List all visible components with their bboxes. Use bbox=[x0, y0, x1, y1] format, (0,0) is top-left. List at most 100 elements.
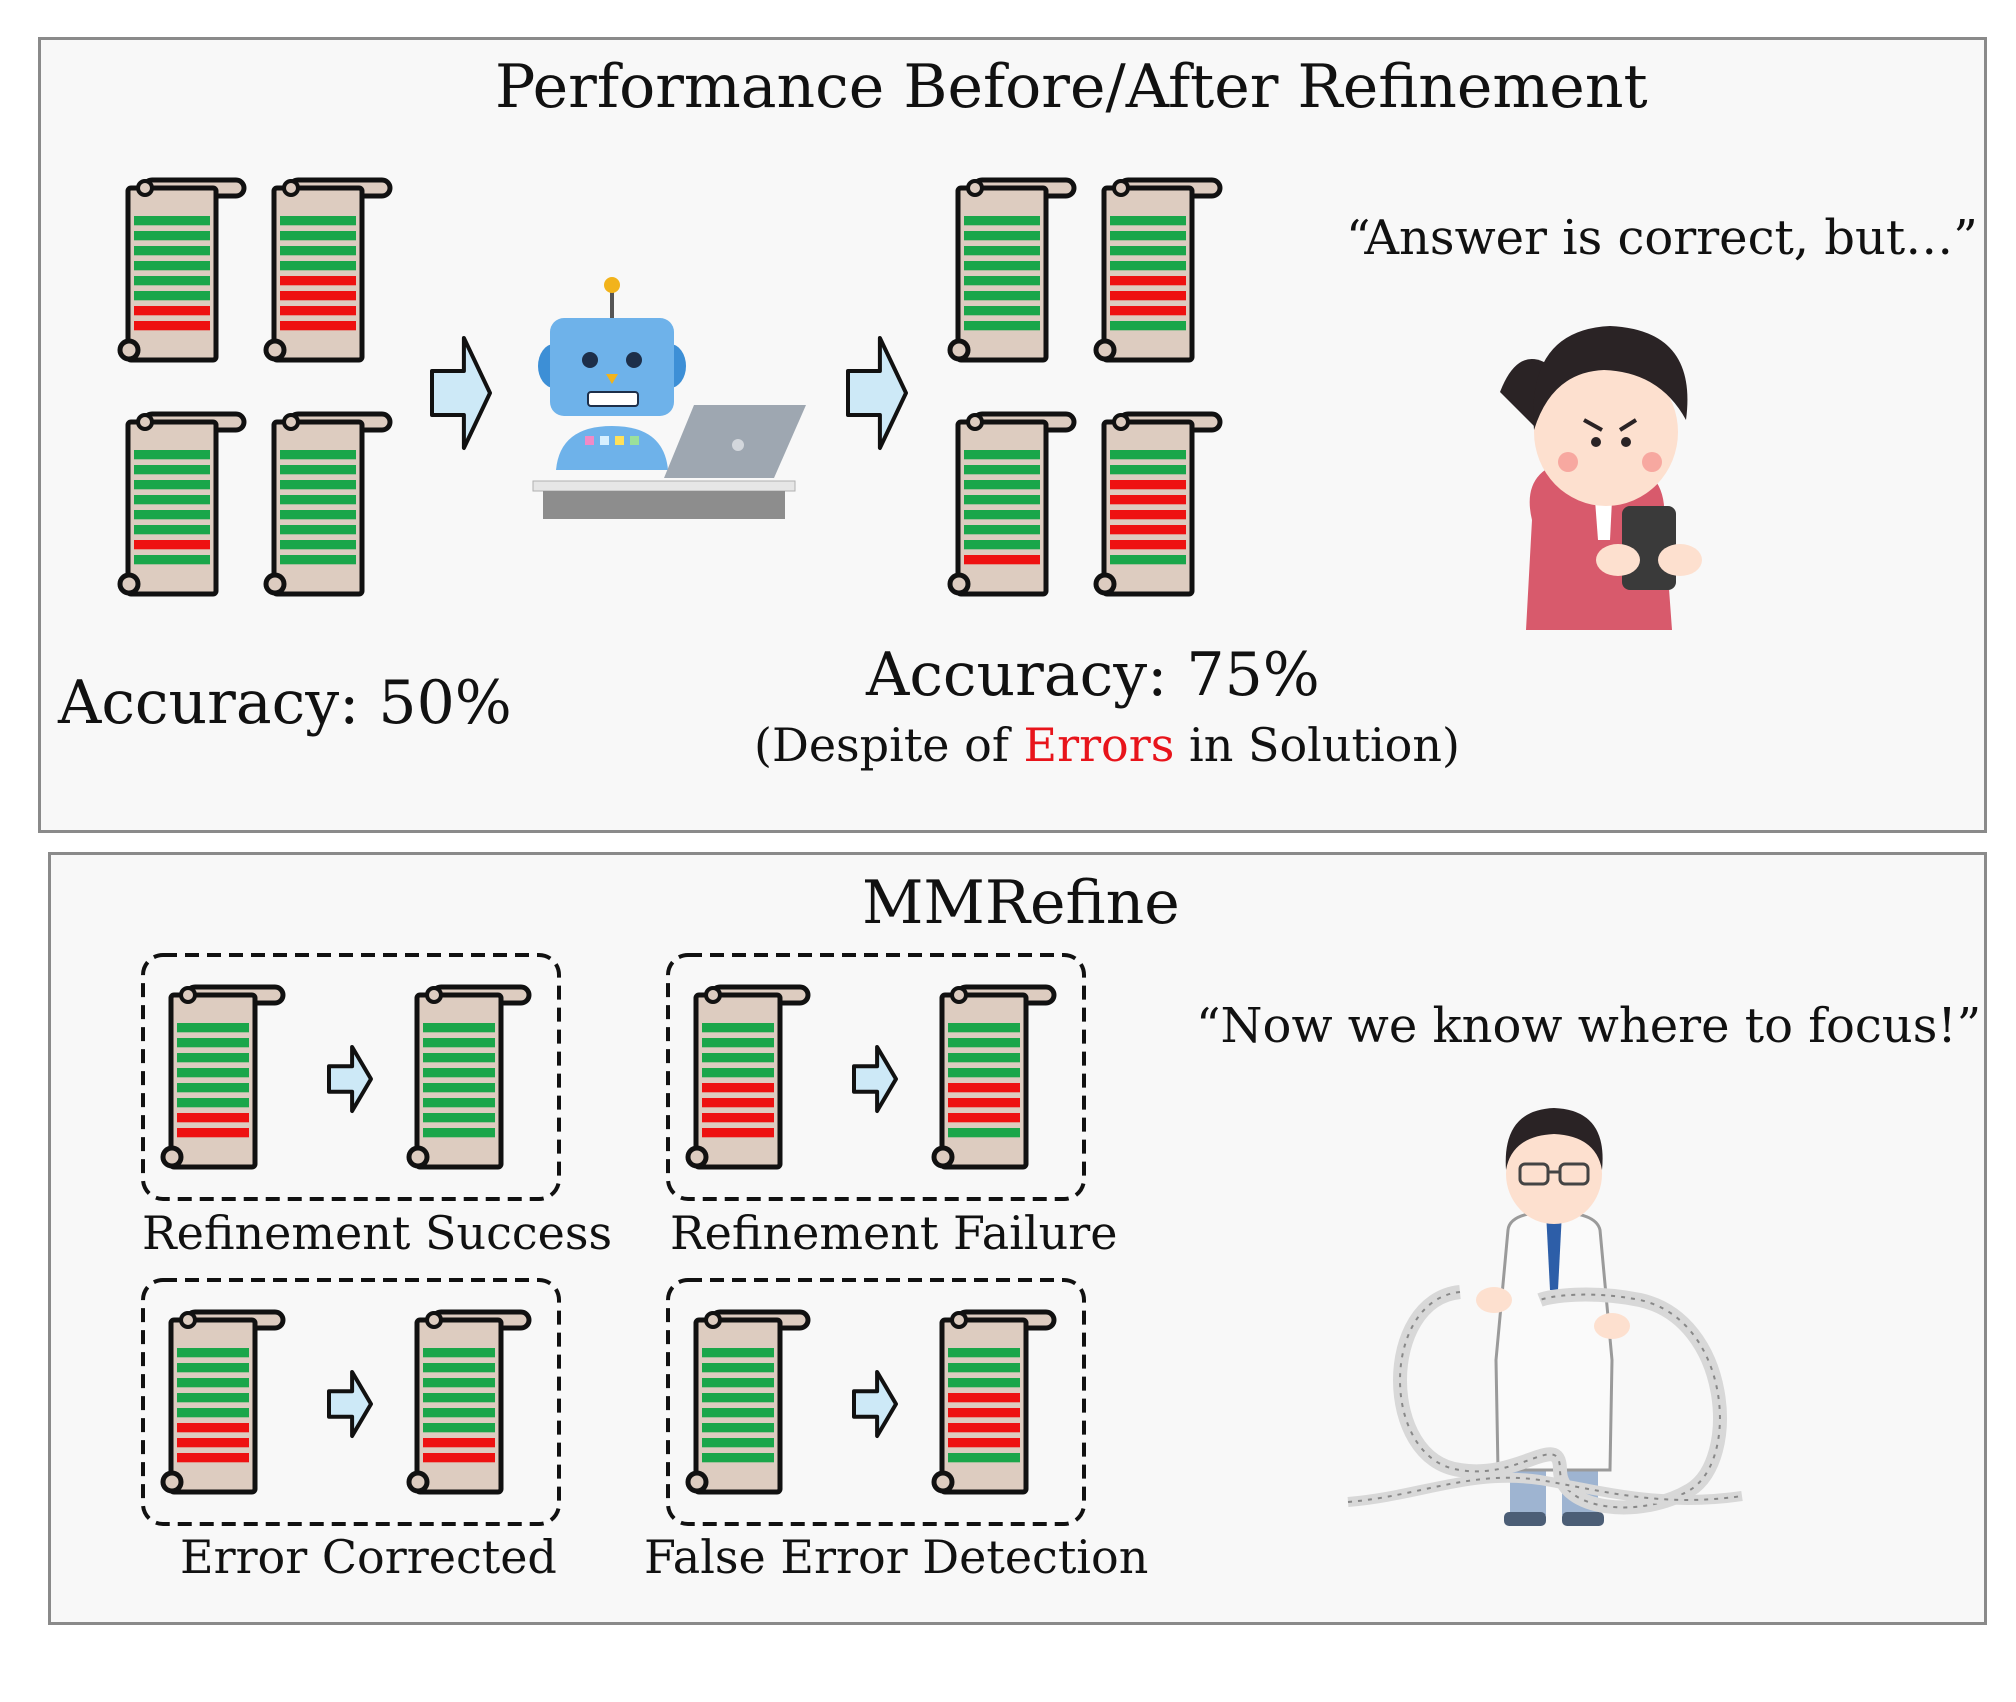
errors-highlight: Errors bbox=[1023, 718, 1175, 772]
correct-step-bar bbox=[948, 1378, 1020, 1388]
correct-step-bar bbox=[177, 1068, 249, 1078]
error-step-bar bbox=[134, 306, 210, 316]
correct-step-bar bbox=[702, 1363, 774, 1373]
case-label-false-error-detection: False Error Detection bbox=[644, 1530, 1149, 1584]
correct-step-bar bbox=[423, 1098, 495, 1108]
correct-step-bar bbox=[1110, 231, 1186, 241]
scroll-document-icon bbox=[1093, 177, 1223, 363]
correct-step-bar bbox=[702, 1348, 774, 1358]
error-step-bar bbox=[177, 1438, 249, 1448]
error-step-bar bbox=[702, 1098, 774, 1108]
error-step-bar bbox=[280, 306, 356, 316]
case-dashed-box bbox=[666, 953, 1086, 1201]
scientist-quote: “Now we know where to focus!” bbox=[1196, 998, 1982, 1054]
error-step-bar bbox=[948, 1408, 1020, 1418]
correct-step-bar bbox=[1110, 246, 1186, 256]
correct-step-bar bbox=[134, 246, 210, 256]
case-dashed-box bbox=[666, 1278, 1086, 1526]
scroll-document-icon bbox=[685, 1309, 811, 1495]
correct-step-bar bbox=[702, 1378, 774, 1388]
case-dashed-box bbox=[141, 1278, 561, 1526]
scroll-document-icon bbox=[160, 1309, 286, 1495]
correct-step-bar bbox=[702, 1053, 774, 1063]
correct-step-bar bbox=[177, 1083, 249, 1093]
error-step-bar bbox=[1110, 540, 1186, 550]
error-step-bar bbox=[177, 1423, 249, 1433]
correct-step-bar bbox=[423, 1053, 495, 1063]
scroll-document-icon bbox=[160, 984, 286, 1170]
correct-step-bar bbox=[280, 480, 356, 490]
correct-step-bar bbox=[423, 1023, 495, 1033]
error-step-bar bbox=[964, 555, 1040, 565]
correct-step-bar bbox=[280, 525, 356, 535]
correct-step-bar bbox=[177, 1393, 249, 1403]
error-step-bar bbox=[280, 321, 356, 331]
correct-step-bar bbox=[280, 540, 356, 550]
correct-step-bar bbox=[423, 1128, 495, 1138]
correct-step-bar bbox=[964, 306, 1040, 316]
correct-step-bar bbox=[134, 480, 210, 490]
correct-step-bar bbox=[948, 1453, 1020, 1463]
correct-step-bar bbox=[177, 1378, 249, 1388]
scroll-document-icon bbox=[1093, 411, 1223, 597]
correct-step-bar bbox=[948, 1053, 1020, 1063]
correct-step-bar bbox=[948, 1128, 1020, 1138]
scroll-document-icon bbox=[931, 984, 1057, 1170]
right-arrow-icon bbox=[327, 1045, 373, 1113]
correct-step-bar bbox=[964, 480, 1040, 490]
solution-scrolls bbox=[117, 177, 1223, 1495]
error-step-bar bbox=[280, 276, 356, 286]
correct-step-bar bbox=[423, 1363, 495, 1373]
case-label-error-corrected: Error Corrected bbox=[180, 1530, 557, 1584]
case-label-refinement-failure: Refinement Failure bbox=[670, 1206, 1118, 1260]
scientist-with-paper-icon bbox=[1347, 1108, 1743, 1526]
correct-step-bar bbox=[702, 1023, 774, 1033]
error-step-bar bbox=[177, 1453, 249, 1463]
correct-step-bar bbox=[964, 291, 1040, 301]
correct-step-bar bbox=[948, 1068, 1020, 1078]
correct-step-bar bbox=[134, 216, 210, 226]
correct-step-bar bbox=[1110, 216, 1186, 226]
case-dashed-box bbox=[141, 953, 561, 1201]
correct-step-bar bbox=[702, 1453, 774, 1463]
correct-step-bar bbox=[423, 1348, 495, 1358]
scroll-document-icon bbox=[947, 411, 1077, 597]
correct-step-bar bbox=[280, 231, 356, 241]
right-arrow-icon bbox=[846, 336, 908, 450]
error-step-bar bbox=[280, 291, 356, 301]
right-arrow-icon bbox=[852, 1370, 898, 1438]
correct-step-bar bbox=[134, 555, 210, 565]
correct-step-bar bbox=[964, 450, 1040, 460]
error-step-bar bbox=[1110, 480, 1186, 490]
error-step-bar bbox=[1110, 525, 1186, 535]
correct-step-bar bbox=[964, 465, 1040, 475]
correct-step-bar bbox=[280, 465, 356, 475]
correct-step-bar bbox=[702, 1438, 774, 1448]
scroll-document-icon bbox=[117, 411, 247, 597]
correct-step-bar bbox=[423, 1408, 495, 1418]
error-step-bar bbox=[1110, 276, 1186, 286]
error-step-bar bbox=[177, 1113, 249, 1123]
accuracy-after-label: Accuracy: 75% bbox=[866, 640, 1320, 710]
scroll-document-icon bbox=[117, 177, 247, 363]
right-arrow-icon bbox=[852, 1045, 898, 1113]
errors-note: (Despite of Errors in Solution) bbox=[754, 718, 1460, 772]
error-step-bar bbox=[702, 1083, 774, 1093]
correct-step-bar bbox=[948, 1038, 1020, 1048]
scroll-document-icon bbox=[931, 1309, 1057, 1495]
error-step-bar bbox=[1110, 306, 1186, 316]
correct-step-bar bbox=[964, 321, 1040, 331]
scroll-document-icon bbox=[947, 177, 1077, 363]
correct-step-bar bbox=[702, 1423, 774, 1433]
robot-icon bbox=[532, 277, 806, 519]
correct-step-bar bbox=[134, 495, 210, 505]
error-step-bar bbox=[948, 1083, 1020, 1093]
correct-step-bar bbox=[423, 1068, 495, 1078]
correct-step-bar bbox=[423, 1113, 495, 1123]
correct-step-bar bbox=[280, 495, 356, 505]
correct-step-bar bbox=[964, 525, 1040, 535]
correct-step-bar bbox=[948, 1363, 1020, 1373]
correct-step-bar bbox=[280, 216, 356, 226]
error-step-bar bbox=[134, 540, 210, 550]
